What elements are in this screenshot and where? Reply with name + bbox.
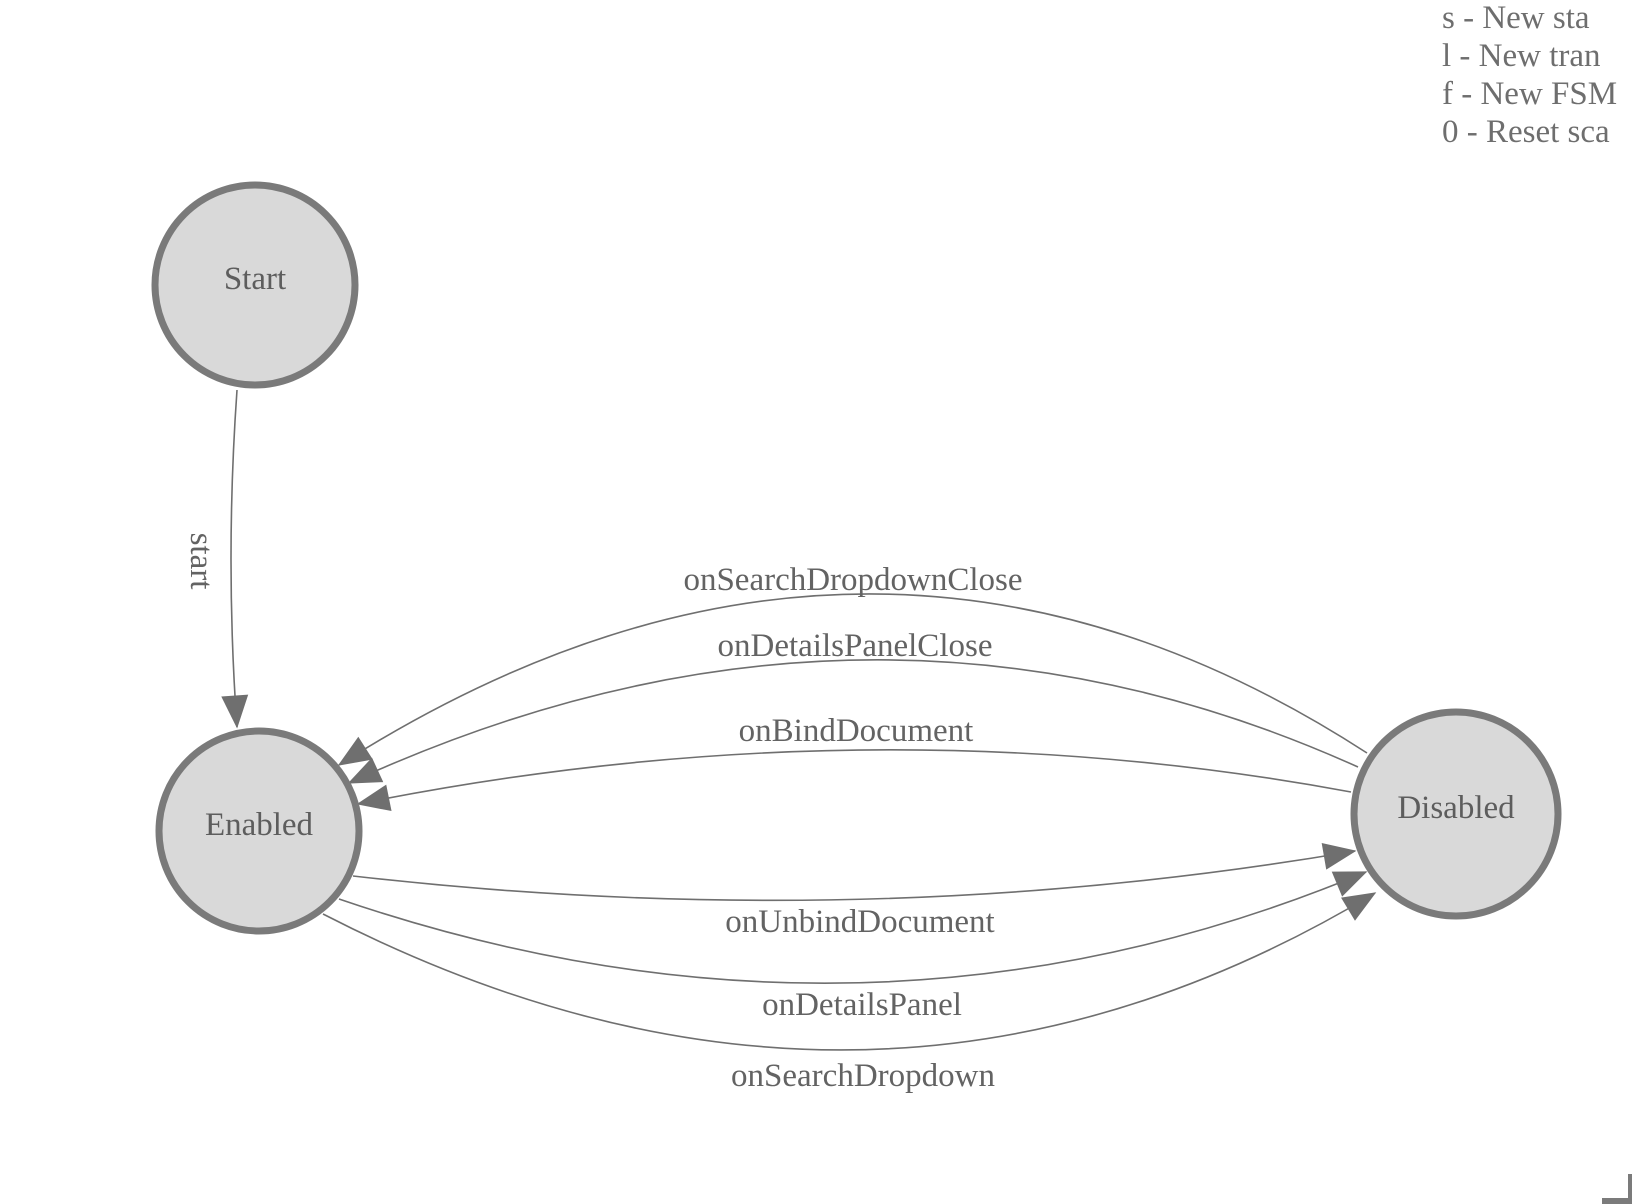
edge-ondetailspanelclose[interactable] xyxy=(347,659,1359,784)
edge-labels: start onSearchDropdownClose onDetailsPan… xyxy=(183,533,1023,1094)
edge-start-label[interactable]: start xyxy=(183,533,219,590)
legend-line-new-fsm: f - New FSM xyxy=(1442,76,1617,112)
legend-line-reset: 0 - Reset sca xyxy=(1442,114,1610,150)
resize-corner[interactable] xyxy=(1602,1174,1632,1204)
legend: s - New sta l - New tran f - New FSM 0 -… xyxy=(1442,0,1617,150)
edge-onsearchdropdown-label[interactable]: onSearchDropdown xyxy=(731,1058,995,1094)
edge-ondetailspanelclose-label[interactable]: onDetailsPanelClose xyxy=(718,628,993,664)
edges xyxy=(221,389,1377,1051)
edge-onunbinddocument[interactable] xyxy=(352,843,1357,902)
edge-ondetailspanel[interactable] xyxy=(338,871,1368,984)
state-enabled-node[interactable] xyxy=(155,727,363,935)
state-start-node[interactable] xyxy=(151,181,359,389)
edge-onbinddocument-label[interactable]: onBindDocument xyxy=(739,713,974,749)
edge-onunbinddocument-label[interactable]: onUnbindDocument xyxy=(725,904,994,940)
edge-start[interactable] xyxy=(221,389,249,729)
legend-line-new-state: s - New sta xyxy=(1442,0,1590,36)
state-nodes: Start Enabled Disabled xyxy=(151,181,1562,935)
state-start-label: Start xyxy=(224,261,286,297)
edge-onsearchdropdownclose-label[interactable]: onSearchDropdownClose xyxy=(683,562,1022,598)
state-enabled-label: Enabled xyxy=(205,807,314,843)
state-disabled-label: Disabled xyxy=(1397,790,1515,826)
edge-onsearchdropdown[interactable] xyxy=(322,892,1377,1051)
state-disabled-node[interactable] xyxy=(1350,708,1562,920)
edge-onsearchdropdownclose[interactable] xyxy=(337,593,1368,766)
edge-ondetailspanel-label[interactable]: onDetailsPanel xyxy=(762,987,962,1023)
legend-line-new-transition: l - New tran xyxy=(1442,38,1601,74)
edge-onbinddocument[interactable] xyxy=(356,749,1352,812)
